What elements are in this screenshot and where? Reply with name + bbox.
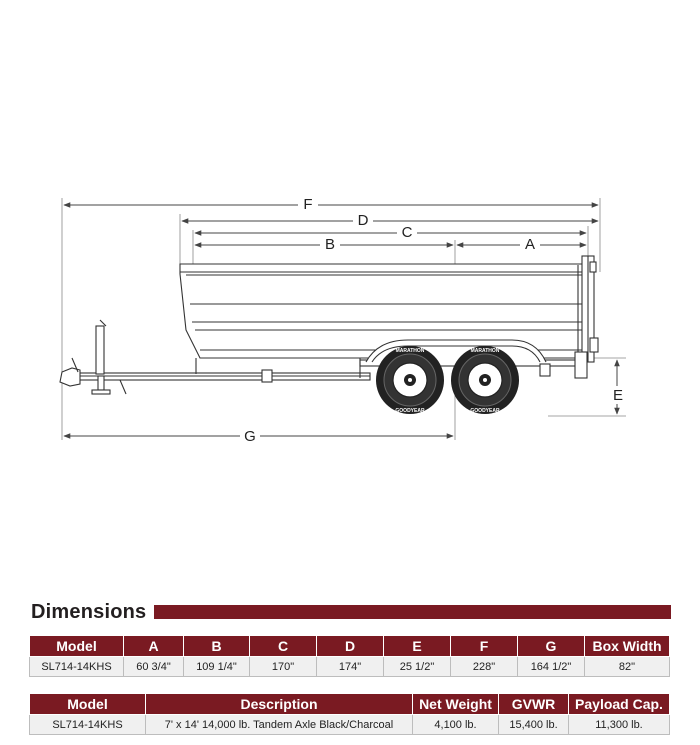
cell-payload: 11,300 lb.: [568, 714, 670, 735]
coupler: [59, 367, 81, 387]
cell-b: 109 1/4": [183, 656, 250, 677]
col-header-d: D: [316, 635, 384, 657]
col-header-box-width: Box Width: [584, 635, 670, 657]
col-header-model: Model: [29, 693, 146, 715]
table-header-row: Model A B C D E F G Box Width: [29, 635, 670, 657]
cell-description: 7' x 14' 14,000 lb. Tandem Axle Black/Ch…: [145, 714, 413, 735]
trailer-dimension-diagram: F D C B A G E: [59, 196, 627, 445]
dimension-labels: F D C B A G E: [240, 196, 627, 445]
tire-front: MARATHON GOODYEAR: [376, 346, 444, 414]
dim-label-f: F: [303, 196, 312, 213]
table-row: SL714-14KHS 60 3/4" 109 1/4" 170" 174" 2…: [29, 656, 670, 677]
cell-box-width: 82": [584, 656, 670, 677]
cell-d: 174": [316, 656, 384, 677]
col-header-f: F: [450, 635, 518, 657]
col-header-gvwr: GVWR: [498, 693, 569, 715]
col-header-net-weight: Net Weight: [412, 693, 499, 715]
col-header-payload: Payload Cap.: [568, 693, 670, 715]
dimensions-table: Model A B C D E F G Box Width SL714-14KH…: [29, 635, 670, 677]
col-header-model: Model: [29, 635, 124, 657]
cell-f: 228": [450, 656, 518, 677]
dim-label-b: B: [325, 236, 335, 253]
cell-c: 170": [249, 656, 317, 677]
cell-gvwr: 15,400 lb.: [498, 714, 569, 735]
table-row: SL714-14KHS 7' x 14' 14,000 lb. Tandem A…: [29, 714, 670, 735]
tongue-jack: [95, 325, 105, 375]
table-header-row: Model Description Net Weight GVWR Payloa…: [29, 693, 670, 715]
cell-g: 164 1/2": [517, 656, 585, 677]
cell-a: 60 3/4": [123, 656, 184, 677]
col-header-a: A: [123, 635, 184, 657]
dim-label-g: G: [244, 428, 256, 445]
col-header-e: E: [383, 635, 451, 657]
heading-bar: [154, 605, 671, 619]
svg-text:GOODYEAR: GOODYEAR: [395, 408, 425, 414]
tire-rear: MARATHON GOODYEAR: [451, 346, 519, 414]
col-header-c: C: [249, 635, 317, 657]
dim-label-c: C: [402, 224, 413, 241]
svg-text:MARATHON: MARATHON: [471, 348, 500, 354]
col-header-b: B: [183, 635, 250, 657]
dim-label-e: E: [613, 387, 623, 404]
col-header-description: Description: [145, 693, 413, 715]
specs-table: Model Description Net Weight GVWR Payloa…: [29, 693, 670, 735]
svg-text:GOODYEAR: GOODYEAR: [470, 408, 500, 414]
cell-net-weight: 4,100 lb.: [412, 714, 499, 735]
dimensions-title: Dimensions: [31, 600, 147, 623]
cell-e: 25 1/2": [383, 656, 451, 677]
col-header-g: G: [517, 635, 585, 657]
dim-label-d: D: [358, 212, 369, 229]
dimensions-heading: Dimensions: [31, 601, 671, 623]
svg-text:MARATHON: MARATHON: [396, 348, 425, 354]
dim-label-a: A: [525, 236, 535, 253]
cell-model: SL714-14KHS: [29, 714, 146, 735]
cell-model: SL714-14KHS: [29, 656, 124, 677]
